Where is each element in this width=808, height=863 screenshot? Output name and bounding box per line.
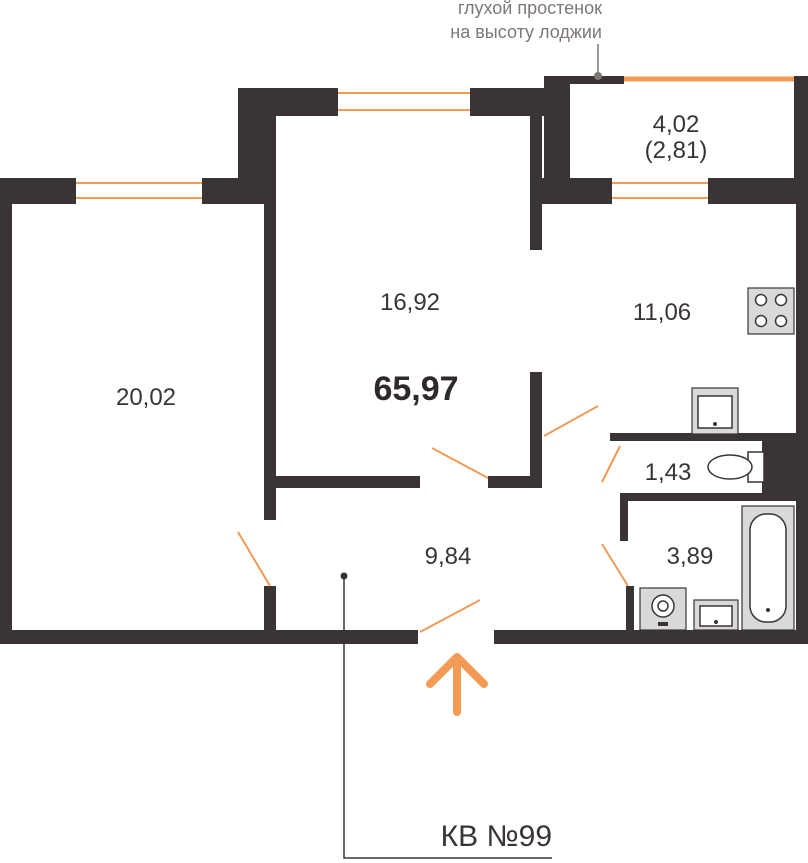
wall-right-outer bbox=[796, 204, 808, 644]
wall-left-outer bbox=[0, 178, 12, 644]
wall-kitchen-top-right bbox=[708, 178, 808, 204]
total-area: 65,97 bbox=[373, 370, 458, 408]
window-bedroom bbox=[76, 180, 202, 202]
window-kitchen bbox=[612, 180, 708, 202]
wall-bedroom-living-lower bbox=[264, 586, 276, 636]
apartment-number: КВ №99 bbox=[441, 820, 552, 853]
apartment-leader bbox=[340, 572, 552, 859]
room-bathroom-area: 3,89 bbox=[667, 543, 714, 570]
wall-top-left bbox=[0, 178, 76, 204]
wall-toilet-top bbox=[610, 433, 808, 441]
wall-bathroom-left bbox=[620, 501, 628, 541]
wall-loggia-top bbox=[544, 76, 624, 84]
door-entrance[interactable] bbox=[419, 599, 481, 633]
door-toilet[interactable] bbox=[601, 445, 621, 483]
wall-bedroom-living-upper bbox=[264, 204, 276, 520]
door-bathroom[interactable] bbox=[601, 543, 629, 587]
room-living-area: 16,92 bbox=[380, 289, 440, 316]
toilet-icon bbox=[707, 451, 765, 483]
room-hallway-area: 9,84 bbox=[425, 543, 472, 570]
wall-living-kitchen-upper bbox=[530, 88, 542, 250]
wall-kitchen-top-left bbox=[542, 178, 612, 204]
doors[interactable] bbox=[237, 405, 629, 633]
windows bbox=[76, 76, 794, 202]
wall-bathroom-left-lower bbox=[626, 586, 634, 636]
wall-living-kitchen-lower bbox=[530, 372, 542, 488]
entrance-arrow-icon bbox=[426, 653, 488, 716]
room-toilet-area: 1,43 bbox=[645, 459, 692, 486]
door-living[interactable] bbox=[431, 447, 489, 479]
room-kitchen-area: 11,06 bbox=[633, 299, 691, 326]
note-leader bbox=[594, 44, 602, 80]
room-loggia-area: 4,02 bbox=[653, 111, 700, 138]
wall-living-bottom-left bbox=[276, 476, 420, 488]
sink-icon bbox=[691, 387, 739, 435]
stove-icon bbox=[747, 287, 795, 335]
note-line1: глухой простенок bbox=[458, 0, 602, 18]
washing-machine-icon bbox=[639, 587, 687, 631]
door-bedroom[interactable] bbox=[237, 531, 271, 587]
wall-bottom-right bbox=[494, 630, 808, 644]
note-line2: на высоту лоджии bbox=[450, 22, 602, 42]
walls bbox=[0, 76, 808, 644]
room-bedroom-area: 20,02 bbox=[116, 384, 176, 411]
wall-loggia-right bbox=[794, 76, 808, 204]
wall-bottom bbox=[0, 630, 418, 644]
wall-living-bottom-right bbox=[488, 476, 542, 488]
wall-toilet-bottom bbox=[620, 493, 808, 501]
wall-toilet-shaft bbox=[762, 433, 808, 499]
wall-living-top-left bbox=[238, 88, 338, 116]
room-loggia-area-reduced: (2,81) bbox=[645, 137, 708, 164]
door-kitchen[interactable] bbox=[543, 405, 599, 437]
bathtub-icon bbox=[741, 505, 795, 631]
window-living bbox=[338, 90, 470, 114]
bathroom-sink-icon bbox=[693, 599, 739, 631]
